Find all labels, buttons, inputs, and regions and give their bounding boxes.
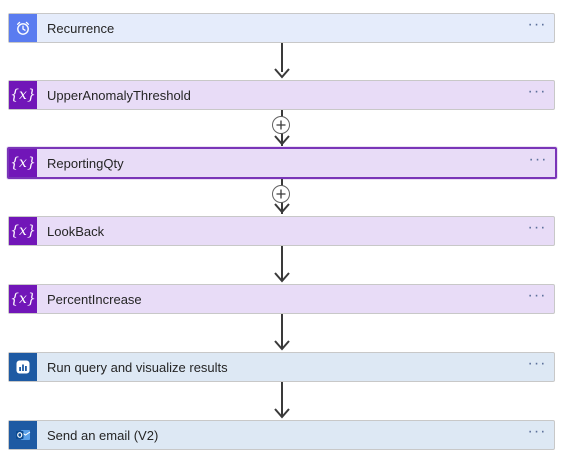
step-run-query-visualize[interactable]: Run query and visualize results ··· [8,352,555,382]
step-title: PercentIncrease [47,291,142,307]
step-recurrence[interactable]: Recurrence ··· [8,13,555,43]
variable-icon: {x} [9,149,37,177]
step-title: Run query and visualize results [47,359,228,375]
more-options-icon[interactable]: ··· [527,287,547,304]
step-send-email[interactable]: Send an email (V2) ··· [8,420,555,450]
more-options-icon[interactable]: ··· [527,355,547,372]
outlook-icon [9,421,37,449]
alarm-clock-icon [9,14,37,42]
connector-line [281,246,283,280]
step-lookback[interactable]: {x} LookBack ··· [8,216,555,246]
arrow-down-icon [274,272,290,283]
arrow-down-icon [274,408,290,419]
connector-line [281,314,283,348]
step-title: Recurrence [47,20,115,36]
add-step-button[interactable] [272,185,290,203]
add-step-button[interactable] [272,116,290,134]
plus-icon [276,120,286,130]
more-options-icon[interactable]: ··· [527,423,547,440]
step-percent-increase[interactable]: {x} PercentIncrease ··· [8,284,555,314]
kusto-chart-icon [9,353,37,381]
step-title: Send an email (V2) [47,427,159,443]
more-options-icon[interactable]: ··· [527,219,547,236]
arrow-down-icon [274,135,290,146]
step-upper-anomaly-threshold[interactable]: {x} UpperAnomalyThreshold ··· [8,80,555,110]
connector-line [281,382,283,417]
plus-icon [276,189,286,199]
variable-icon: {x} [9,217,37,245]
variable-icon: {x} [9,285,37,313]
more-options-icon[interactable]: ··· [528,151,548,168]
step-title: UpperAnomalyThreshold [47,87,191,103]
step-title: LookBack [47,223,105,239]
connector-line [281,43,283,72]
more-options-icon[interactable]: ··· [527,16,547,33]
step-title: ReportingQty [47,155,124,171]
variable-icon: {x} [9,81,37,109]
arrow-down-icon [274,340,290,351]
arrow-down-icon [274,68,290,79]
step-reporting-qty[interactable]: {x} ReportingQty ··· [7,147,557,179]
arrow-down-icon [274,203,290,214]
more-options-icon[interactable]: ··· [527,83,547,100]
